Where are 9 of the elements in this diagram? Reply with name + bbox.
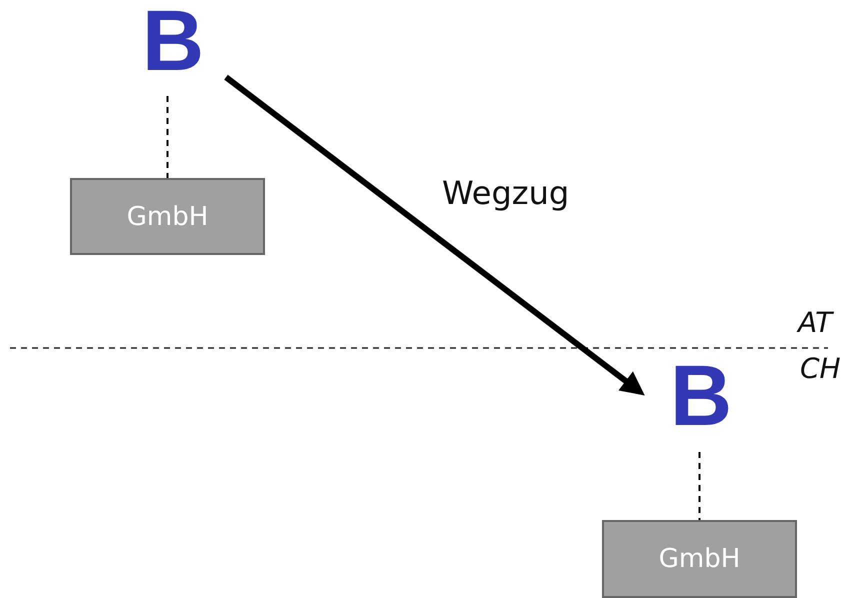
connector-line — [698, 452, 700, 520]
company-box: GmbH — [602, 520, 797, 598]
letter-symbol: B — [668, 360, 734, 432]
arrow — [224, 74, 645, 396]
country-label: AT — [798, 306, 832, 339]
letter-symbol: B — [140, 6, 206, 76]
connector-line — [166, 96, 168, 178]
company-box: GmbH — [70, 178, 265, 255]
country-label: CH — [800, 352, 841, 385]
